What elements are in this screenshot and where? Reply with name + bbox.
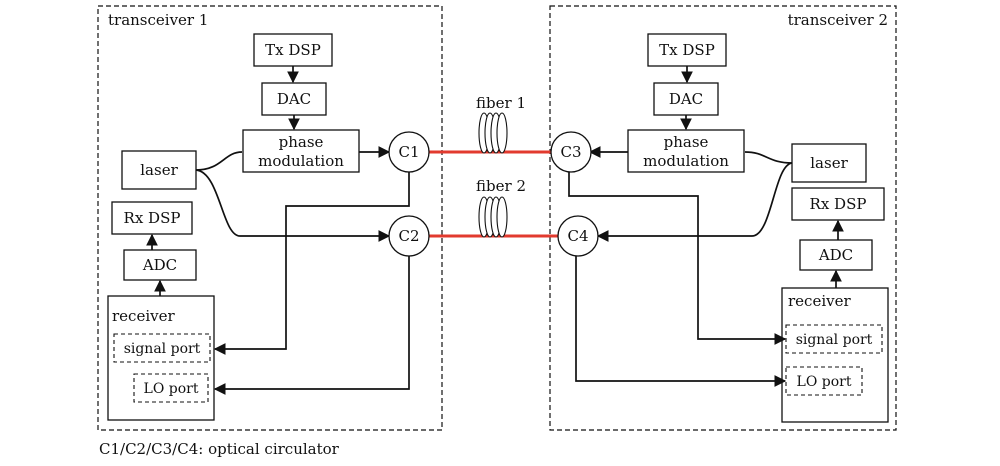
circulator-c4 xyxy=(557,215,599,257)
circulator-c2-label: C2 xyxy=(398,227,419,245)
phase-modulation-label-1a: phase xyxy=(279,133,324,151)
dac-label-2: DAC xyxy=(669,90,703,108)
wire-laser-c4-2 xyxy=(596,162,793,242)
adc-label-2: ADC xyxy=(818,246,853,264)
phase-modulation-label-1b: modulation xyxy=(258,152,344,170)
signal-port-label-2: signal port xyxy=(796,332,873,348)
transceiver-2: transceiver 2 Tx DSP DAC phase modulatio… xyxy=(549,5,897,431)
laser-label-2: laser xyxy=(810,154,848,172)
adc-label-1: ADC xyxy=(142,256,177,274)
wire-c4-lo-port-2 xyxy=(575,256,787,387)
signal-port-label-1: signal port xyxy=(124,341,201,357)
wire-c3-signal-port-2 xyxy=(568,172,787,345)
fiber-links: fiber 1 fiber 2 xyxy=(429,94,558,238)
circulators: C1 C2 C3 C4 xyxy=(388,131,599,257)
laser-box-1 xyxy=(121,150,197,190)
wire-c1-signal-port-1 xyxy=(213,172,410,355)
transceiver-1-frame xyxy=(97,5,443,431)
tx-dsp-label-2: Tx DSP xyxy=(659,41,715,59)
lo-port-label-1: LO port xyxy=(144,381,199,397)
dac-label-1: DAC xyxy=(277,90,311,108)
wire-laser-phasemod-2 xyxy=(744,151,793,164)
wire-c2-lo-port-1 xyxy=(213,256,410,395)
receiver-box-2 xyxy=(781,287,889,423)
laser-label-1: laser xyxy=(140,161,178,179)
circulator-c4-label: C4 xyxy=(567,227,588,245)
receiver-label-2: receiver xyxy=(788,292,851,310)
fiber-2-spool-icon xyxy=(478,196,508,238)
laser-box-2 xyxy=(791,143,867,183)
transceiver-2-title: transceiver 2 xyxy=(788,11,888,29)
receiver-label-1: receiver xyxy=(112,307,175,325)
fiber-1-spool-icon xyxy=(478,112,508,154)
phase-modulation-label-2b: modulation xyxy=(643,152,729,170)
lo-port-label-2: LO port xyxy=(797,374,852,390)
phase-modulation-label-2a: phase xyxy=(664,133,709,151)
transceiver-2-frame xyxy=(549,5,897,431)
wire-laser-phasemod-1 xyxy=(195,151,243,171)
tx-dsp-box-2 xyxy=(647,33,727,67)
fiber-2-label: fiber 2 xyxy=(476,177,526,195)
phase-modulation-box-1 xyxy=(242,129,360,173)
circulator-c2 xyxy=(388,215,430,257)
adc-box-2 xyxy=(799,239,873,271)
rx-dsp-label-1: Rx DSP xyxy=(124,209,181,227)
lo-port-box-2 xyxy=(785,366,863,396)
signal-port-box-1 xyxy=(113,333,211,363)
circulator-c1-label: C1 xyxy=(398,143,419,161)
rx-dsp-box-2 xyxy=(791,187,885,221)
circulator-c3 xyxy=(550,131,592,173)
caption: C1/C2/C3/C4: optical circulator xyxy=(99,440,340,458)
adc-box-1 xyxy=(123,249,197,281)
rx-dsp-label-2: Rx DSP xyxy=(810,195,867,213)
transceiver-1: transceiver 1 Tx DSP DAC phase modulatio… xyxy=(97,5,443,431)
circulator-c3-label: C3 xyxy=(560,143,581,161)
wire-laser-c2-1 xyxy=(195,169,391,242)
tx-dsp-label-1: Tx DSP xyxy=(265,41,321,59)
circulator-c1 xyxy=(388,131,430,173)
transceiver-1-title: transceiver 1 xyxy=(108,11,208,29)
signal-port-box-2 xyxy=(785,324,883,354)
lo-port-box-1 xyxy=(133,373,209,403)
fiber-1-label: fiber 1 xyxy=(476,94,526,112)
